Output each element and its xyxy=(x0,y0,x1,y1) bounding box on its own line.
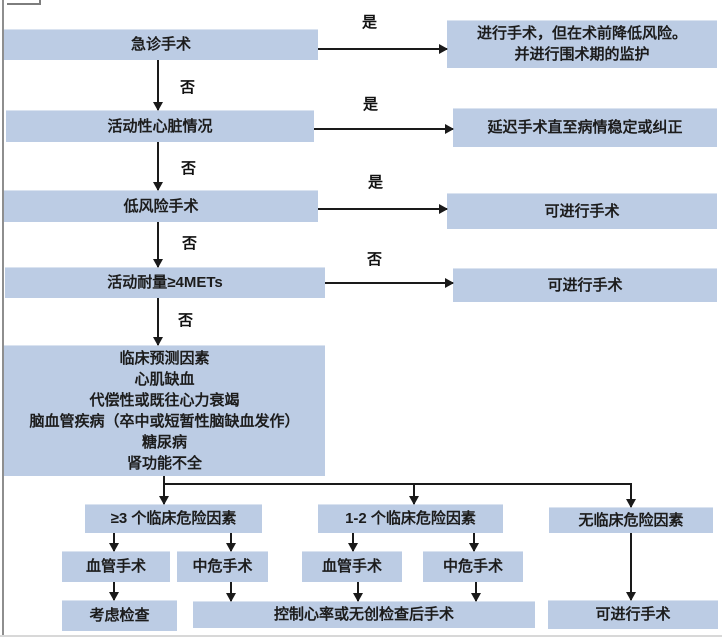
arrow-intermediate1-to-hrcontrol xyxy=(227,582,235,602)
node-may-proceed-2: 可进行手术 xyxy=(453,268,717,302)
arrow-cardiac-yes xyxy=(314,125,454,133)
connector-predictors-stub xyxy=(163,476,165,484)
edge-label-no-1: 否 xyxy=(180,79,196,96)
connector-branch-bar xyxy=(163,483,630,485)
node-risk-factors-none: 无临床危险因素 xyxy=(549,507,713,533)
node-risk-factors-1-2: 1-2 个临床危险因素 xyxy=(318,504,503,533)
node-vascular-surgery-1: 血管手术 xyxy=(62,551,170,582)
arrow-lowrisk-yes xyxy=(318,205,448,213)
arrow-cardiac-to-lowrisk xyxy=(154,142,162,191)
predictor-line: 脑血管疾病（卒中或短暂性脑缺血发作） xyxy=(29,412,300,430)
arrow-lowrisk-to-mets xyxy=(154,222,162,268)
node-delay-surgery: 延迟手术直至病情稳定或纠正 xyxy=(453,108,717,147)
predictor-line: 心肌缺血 xyxy=(134,370,195,388)
node-proceed-with-risk-reduction: 进行手术，但在术前降低风险。 并进行围术期的监护 xyxy=(447,20,717,68)
arrow-ge3-to-vascular xyxy=(110,533,118,552)
scan-edge-artifact-left xyxy=(2,0,4,637)
node-vascular-surgery-2: 血管手术 xyxy=(302,551,402,582)
node-hr-control-or-noninvasive-test: 控制心率或无创检查后手术 xyxy=(193,601,535,628)
node-activity-tolerance-mets: 活动耐量≥4METs xyxy=(5,267,325,298)
arrow-emergency-to-cardiac xyxy=(154,60,162,111)
node-intermediate-risk-surgery-1: 中危手术 xyxy=(177,551,268,582)
scan-edge-artifact-bottom xyxy=(0,635,722,637)
node-intermediate-risk-surgery-2: 中危手术 xyxy=(423,551,523,582)
node-risk-factors-ge3: ≥3 个临床危险因素 xyxy=(85,504,262,533)
edge-label-no-4: 否 xyxy=(367,251,383,268)
outcome-line: 并进行围术期的监护 xyxy=(514,46,650,63)
arrow-intermediate2-to-hrcontrol xyxy=(472,582,480,602)
arrow-ge3-to-intermediate xyxy=(227,533,235,552)
node-may-proceed-1: 可进行手术 xyxy=(447,193,717,229)
edge-label-yes-1: 是 xyxy=(362,14,378,31)
arrow-vascular1-to-testing xyxy=(110,582,118,601)
arrow-to-1-2 xyxy=(410,483,418,505)
node-active-cardiac-condition: 活动性心脏情况 xyxy=(6,110,314,142)
edge-label-no-2: 否 xyxy=(181,160,197,177)
node-emergency-surgery: 急诊手术 xyxy=(4,29,318,60)
arrow-12-to-intermediate xyxy=(470,533,478,552)
arrow-vascular2-to-hrcontrol xyxy=(354,582,362,602)
predictor-line: 糖尿病 xyxy=(141,433,187,451)
arrow-emergency-yes xyxy=(318,45,448,53)
node-may-proceed-final: 可进行手术 xyxy=(548,600,718,629)
edge-label-no-3: 否 xyxy=(182,235,198,252)
predictor-line: 代偿性或既往心力衰竭 xyxy=(89,391,240,409)
node-clinical-predictors: 临床预测因素 心肌缺血 代偿性或既往心力衰竭 脑血管疾病（卒中或短暂性脑缺血发作… xyxy=(4,345,325,476)
edge-label-yes-2: 是 xyxy=(363,96,379,113)
arrow-mets-no-right xyxy=(325,279,454,287)
predictor-line: 肾功能不全 xyxy=(126,454,202,472)
outcome-line: 进行手术，但在术前降低风险。 xyxy=(476,25,687,42)
arrow-12-to-vascular xyxy=(349,533,357,552)
edge-label-no-5: 否 xyxy=(178,312,194,329)
node-consider-testing: 考虑检查 xyxy=(62,600,177,631)
arrow-mets-to-predictors xyxy=(154,298,162,346)
node-low-risk-surgery: 低风险手术 xyxy=(4,190,318,222)
arrow-to-ge3 xyxy=(160,483,168,505)
arrow-none-to-proceed xyxy=(627,533,635,601)
scan-corner-artifact xyxy=(7,0,41,5)
predictor-line: 临床预测因素 xyxy=(119,349,210,367)
arrow-to-none xyxy=(627,483,635,508)
edge-label-yes-3: 是 xyxy=(368,174,384,191)
